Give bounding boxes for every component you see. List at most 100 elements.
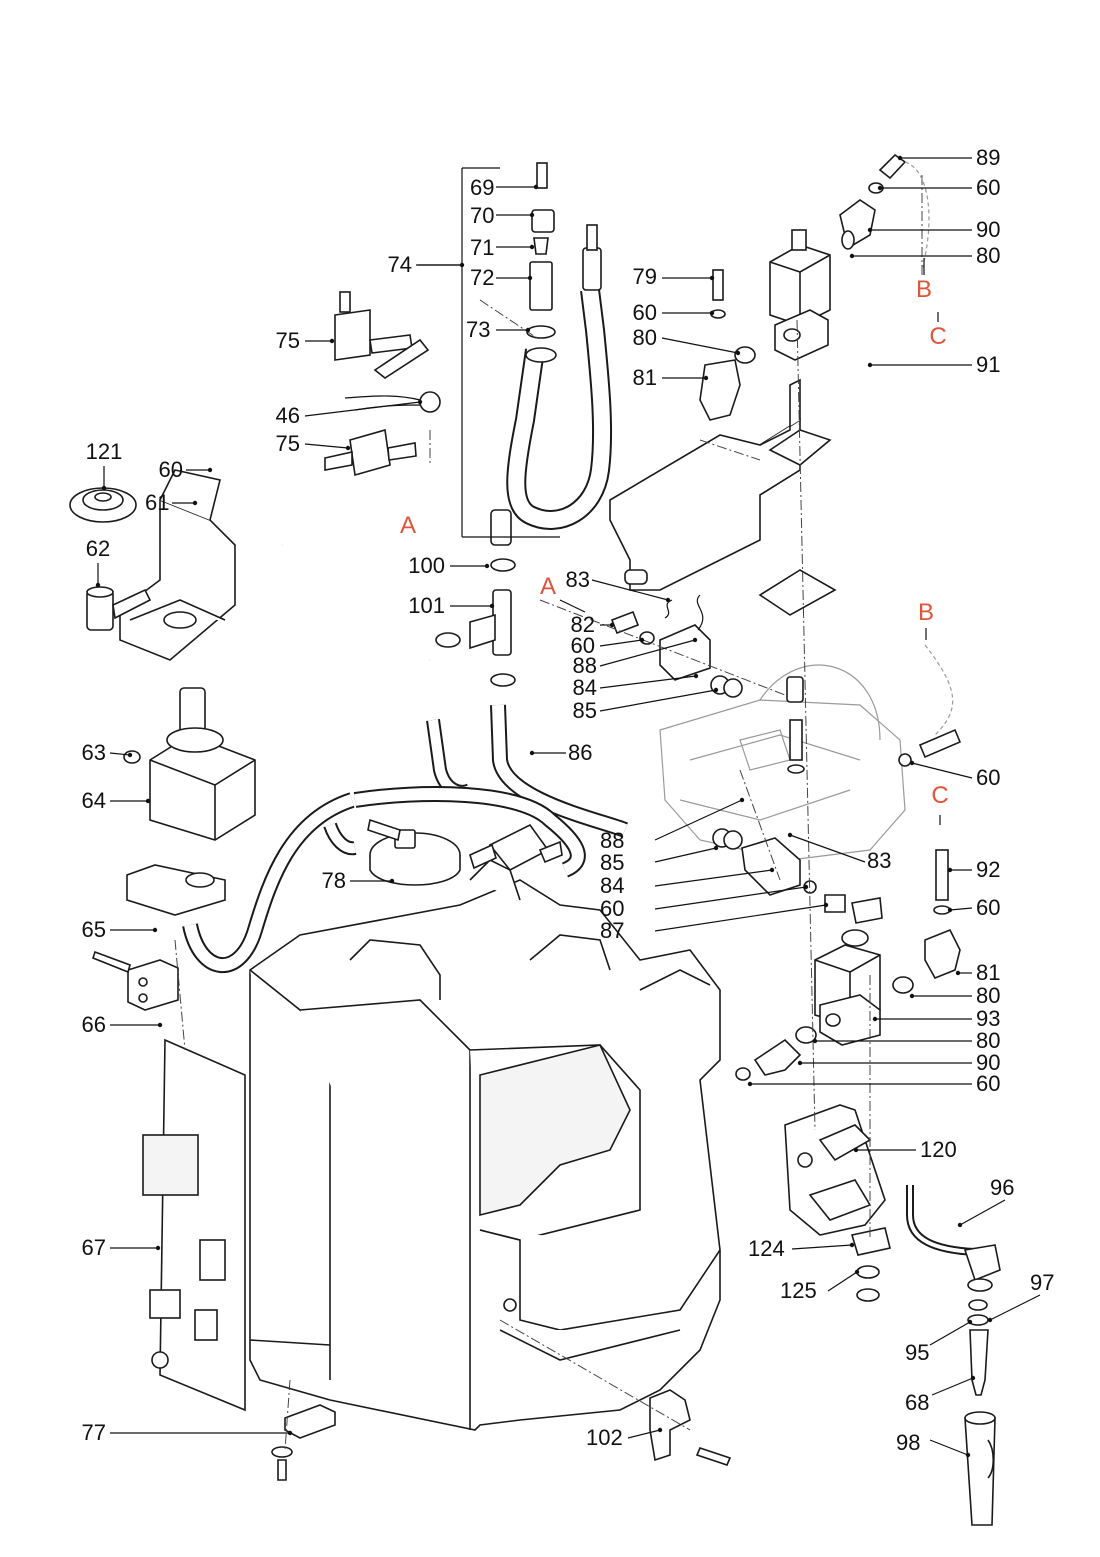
callout-dot-66 [157,1022,163,1028]
callout-label-75: 75 [276,431,300,456]
callout-dot-60 [947,907,953,913]
callout-label-64: 64 [82,788,106,813]
callout-label-72: 72 [470,265,494,290]
callout-label-60: 60 [159,457,183,482]
callout-dot-75 [329,338,335,344]
callout-label-77: 77 [82,1420,106,1445]
callout-dot-91 [867,362,873,368]
part-125-washers [856,1265,880,1302]
part-84-88-nozzle-lower [712,676,962,924]
part-124-latch [850,1227,891,1256]
callout-label-81: 81 [976,960,1000,985]
callout-label-67: 67 [82,1235,106,1260]
callout-leader-125 [827,1271,858,1292]
callout-label-79: 79 [633,264,657,289]
part-86-valve [469,823,563,872]
callout-leader-83 [591,579,669,601]
callout-dot-81 [955,970,961,976]
callout-label-60: 60 [976,1071,1000,1096]
callout-dot-73 [525,327,531,333]
section-marker-a: A [540,573,556,600]
callout-dot-75 [345,445,351,451]
part-92-nipple-lower [933,849,951,915]
part-69-74-fittings [526,162,556,339]
callout-label-60: 60 [976,765,1000,790]
callout-label-84: 84 [573,675,597,700]
main-frame [249,859,721,1431]
callout-dot-60 [909,760,915,766]
callout-dot-61 [192,500,198,506]
callout-label-69: 69 [470,175,494,200]
callout-dot-121 [101,485,107,491]
callout-dot-85 [713,687,719,693]
part-89-nipple-upper [868,153,907,194]
callout-dot-102 [657,1427,663,1433]
callout-dot-92 [947,867,953,873]
callout-dot-88 [692,637,698,643]
callout-leader-60 [599,639,643,647]
callout-dot-60 [709,310,715,316]
part-46-knob [344,391,441,413]
callout-leader-84 [599,675,697,689]
part-95-97-68-nozzle [967,1299,989,1396]
marker-arrow-0 [559,599,586,613]
callout-label-46: 46 [276,403,300,428]
callout-label-73: 73 [466,317,490,342]
callout-label-85: 85 [600,850,624,875]
callout-leader-75 [304,443,349,449]
callout-leader-98 [929,1439,969,1456]
callout-dot-62 [95,582,101,588]
callout-dot-77 [287,1430,293,1436]
callout-label-89: 89 [976,145,1000,170]
callout-label-60: 60 [571,633,595,658]
callout-leader-83 [789,834,866,863]
section-marker-b: B [916,276,932,303]
callout-dot-80 [849,253,855,259]
callout-label-86: 86 [568,740,592,765]
callout-leader-80 [661,337,739,354]
callout-dot-96 [957,1222,963,1228]
callout-label-78: 78 [322,868,346,893]
part-90-fitting-lower [735,1026,817,1081]
callout-leader-85 [599,689,717,712]
callout-dot-84 [769,867,775,873]
callout-dot-60 [803,884,809,890]
part-78-flowmeter [367,818,461,886]
callout-label-98: 98 [896,1430,920,1455]
callout-dot-60 [747,1081,753,1087]
callout-dot-60 [207,467,213,473]
callout-leader-46 [304,401,421,417]
callout-leader-87 [654,904,827,932]
callout-dot-78 [389,878,395,884]
section-marker-b: B [918,599,934,626]
part-67-control-board [142,1038,246,1412]
callout-dot-82 [609,622,615,628]
part-75-switch-upper [334,291,430,379]
callout-label-80: 80 [976,243,1000,268]
callout-dot-124 [849,1242,855,1248]
part-83-88-clips-upper [664,594,704,631]
part-77-connector [271,1404,336,1481]
callout-label-68: 68 [905,1390,929,1415]
callout-dot-83 [665,597,671,603]
callout-label-120: 120 [920,1137,957,1162]
callout-leader-84 [654,869,773,887]
callout-dot-90 [867,227,873,233]
callout-label-80: 80 [976,983,1000,1008]
callout-dot-67 [155,1245,161,1251]
callout-leader-97 [989,1294,1041,1321]
callout-leader-124 [791,1244,853,1250]
callout-dot-95 [967,1319,973,1325]
callout-label-80: 80 [976,1028,1000,1053]
callout-label-92: 92 [976,857,1000,882]
callout-leader-68 [931,1377,974,1396]
callout-label-83: 83 [867,848,891,873]
callout-label-60: 60 [976,895,1000,920]
callout-label-124: 124 [748,1236,785,1261]
callout-label-82: 82 [571,612,595,637]
callout-label-65: 65 [82,917,106,942]
callout-dot-88 [739,797,745,803]
